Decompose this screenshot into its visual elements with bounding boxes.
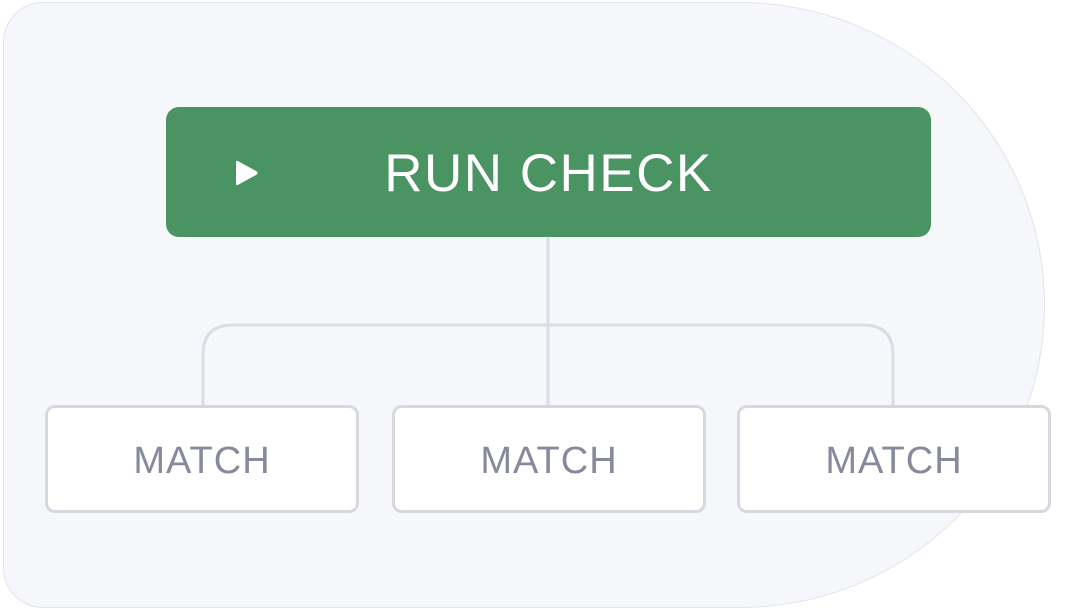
match-node-1[interactable]: MATCH [45, 405, 359, 513]
match-node-2[interactable]: MATCH [392, 405, 706, 513]
background-panel [3, 2, 1045, 608]
run-check-button[interactable] [166, 107, 931, 237]
match-node-3[interactable]: MATCH [737, 405, 1051, 513]
match-node-label: MATCH [825, 439, 963, 482]
match-node-label: MATCH [133, 439, 271, 482]
play-icon [236, 160, 258, 186]
match-node-label: MATCH [480, 439, 618, 482]
